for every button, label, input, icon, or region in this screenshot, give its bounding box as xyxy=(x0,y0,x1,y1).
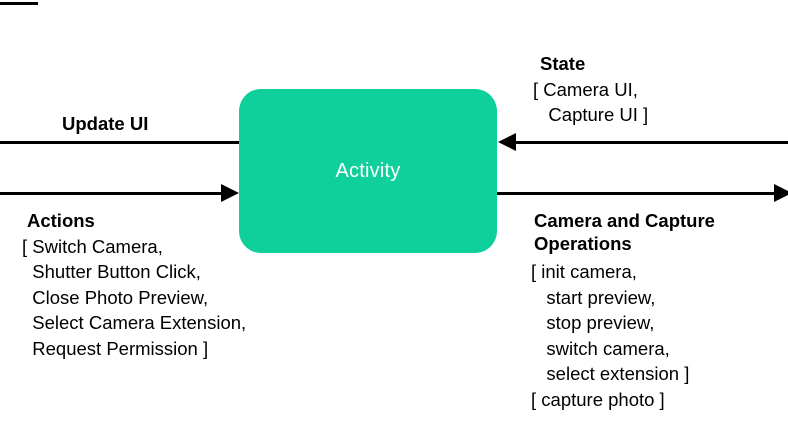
actions-item-4: Request Permission ] xyxy=(22,338,209,359)
activity-node-label: Activity xyxy=(335,159,401,182)
actions-item-2: Close Photo Preview, xyxy=(22,287,209,308)
state-arrowhead-icon xyxy=(498,133,516,151)
state-flow-line xyxy=(515,141,788,144)
top-left-marker xyxy=(0,2,38,5)
actions-heading: Actions xyxy=(27,210,95,231)
update-ui-flow-line xyxy=(0,141,240,144)
actions-arrowhead-icon xyxy=(221,184,239,202)
camera-operations-item-0: [ init camera, xyxy=(531,261,637,282)
state-item-1: Capture UI ] xyxy=(533,104,649,125)
camera-operations-item-3: switch camera, xyxy=(531,338,670,359)
camera-operations-arrowhead-icon xyxy=(774,184,788,202)
state-heading: State xyxy=(540,53,586,74)
camera-operations-heading-line2: Operations xyxy=(534,233,632,254)
update-ui-label: Update UI xyxy=(62,113,149,134)
actions-item-1: Shutter Button Click, xyxy=(22,261,201,282)
camera-operations-item-4: select extension ] xyxy=(531,363,690,384)
camera-operations-item-5: [ capture photo ] xyxy=(531,389,665,410)
camera-operations-item-2: stop preview, xyxy=(531,312,655,333)
actions-flow-line xyxy=(0,192,224,195)
camera-operations-flow-line xyxy=(497,192,788,195)
camera-operations-item-1: start preview, xyxy=(531,287,656,308)
actions-item-0: [ Switch Camera, xyxy=(22,236,163,257)
actions-item-3: Select Camera Extension, xyxy=(22,312,247,333)
state-item-0: [ Camera UI, xyxy=(533,79,638,100)
activity-node[interactable]: Activity xyxy=(239,89,497,253)
camera-operations-heading-line1: Camera and Capture xyxy=(534,210,715,231)
